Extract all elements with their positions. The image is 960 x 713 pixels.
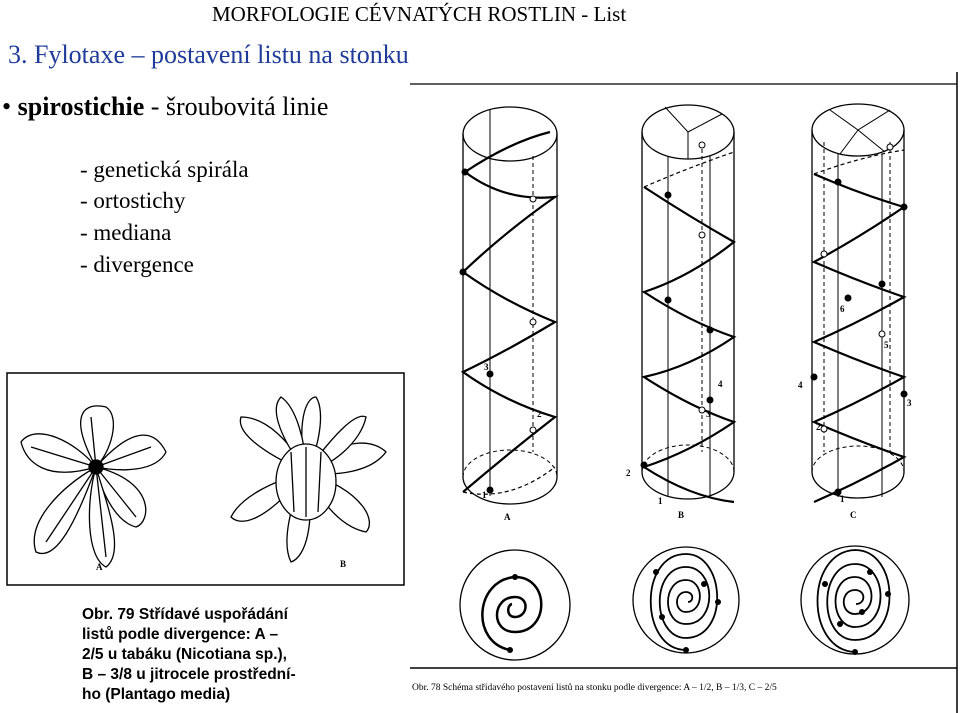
cyl-c-num-3: 3 <box>907 398 912 408</box>
rosette-b-plantago <box>230 396 387 563</box>
spiral-circle-b-nodes <box>653 569 721 653</box>
cyl-b-num-4: 4 <box>718 379 723 389</box>
bullet-term: spirostichie <box>17 92 145 121</box>
spiral-circle-c <box>800 545 910 655</box>
subitem-divergence: - divergence <box>80 252 194 277</box>
figure-78-caption: Obr. 78 Schéma střídavého postavení list… <box>412 683 777 693</box>
cylinder-b <box>641 104 737 504</box>
rosette-a-label: A <box>96 562 103 572</box>
cylinder-a <box>460 106 560 505</box>
cyl-c-num-2: 2 <box>816 422 821 432</box>
cyl-c-num-6: 6 <box>840 304 845 314</box>
figure-79-caption: Obr. 79 Střídavé uspořádání listů podle … <box>82 605 312 705</box>
caption-line: ho (Plantago media) <box>82 686 231 703</box>
cyl-a-num-3: 3 <box>484 362 489 372</box>
cyl-a-num-2: 2 <box>537 409 542 419</box>
subitem-orthostichy: - ortostichy <box>80 188 186 213</box>
subitem-genetic-spiral: - genetická spirála <box>80 157 249 182</box>
spiral-circle-c-nodes <box>822 569 891 655</box>
rosette-b-label: B <box>340 559 346 569</box>
spiral-circle-a <box>459 549 571 661</box>
rosette-a-tobacco <box>20 405 167 568</box>
caption-line: Obr. 79 Střídavé uspořádání <box>82 606 288 623</box>
spiral-circle-b <box>632 546 740 654</box>
caption-line: B – 3/8 u jitrocele prostřední- <box>82 666 296 683</box>
cyl-c-num-5: 5 <box>884 340 889 350</box>
caption-line: 2/5 u tabáku (Nicotiana sp.), <box>82 646 287 663</box>
bullet-spirostichie: • spirostichie - šroubovitá linie <box>2 92 329 121</box>
slide-title: 3. Fylotaxe – postavení listu na stonku <box>8 40 409 69</box>
cylinder-a-nodes <box>459 168 537 494</box>
subitem-median: - mediana <box>80 220 172 245</box>
cyl-a-label: A <box>504 512 511 522</box>
caption-line: listů podle divergence: A – <box>82 626 279 643</box>
cyl-b-label: B <box>678 510 684 520</box>
cyl-a-num-1: 1 <box>482 490 487 500</box>
leaf-figure-frame <box>6 372 405 586</box>
cylinder-c <box>811 103 907 504</box>
cyl-c-num-4: 4 <box>798 380 803 390</box>
cylinder-b-nodes <box>640 141 714 469</box>
slide-header: MORFOLOGIE CÉVNATÝCH ROSTLIN - List <box>212 2 627 26</box>
spiral-circle-a-nodes <box>507 574 518 653</box>
bullet-rest: - šroubovitá linie <box>144 92 329 121</box>
cyl-c-label: C <box>850 510 857 520</box>
figure-78-phyllotaxis-diagram: 1 2 3 A 2 3 4 1 B <box>410 72 958 713</box>
cylinder-c-nodes <box>810 143 908 496</box>
figure-79-leaf-rosettes: A B <box>6 372 405 586</box>
cyl-b-num-1: 1 <box>658 496 663 506</box>
cyl-b-num-3: 3 <box>706 409 711 419</box>
cyl-c-num-1: 1 <box>840 494 845 504</box>
cyl-b-num-2: 2 <box>626 468 631 478</box>
